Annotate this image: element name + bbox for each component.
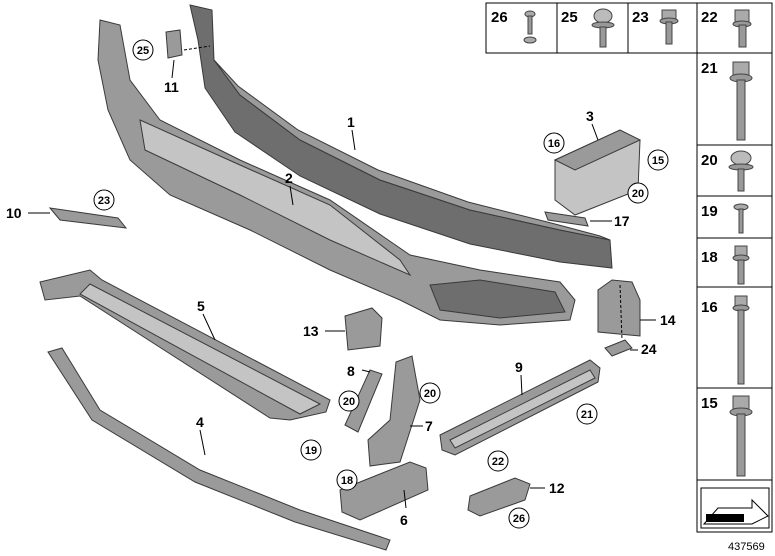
callout-7: 7 [425, 418, 433, 434]
part-strip-17 [544, 211, 589, 227]
part-rail-9 [439, 359, 601, 456]
drawing-number: 437569 [728, 541, 765, 553]
part-bracket-6 [339, 461, 429, 521]
svg-text:18: 18 [341, 475, 353, 487]
circle-callout-19: 19 [300, 439, 322, 461]
part-bumper-carrier [189, 4, 613, 269]
clip-pin-icon [733, 203, 749, 234]
callout-8: 8 [347, 363, 355, 379]
long-hex-bolt-icon [732, 295, 750, 385]
callout-5: 5 [197, 298, 205, 314]
svg-text:19: 19 [305, 445, 317, 457]
legend-label-18: 18 [701, 249, 718, 266]
callout-6: 6 [400, 512, 408, 528]
circle-callout-20: 20 [338, 390, 360, 412]
circle-callout-26: 26 [508, 507, 530, 529]
legend-label-19: 19 [701, 203, 718, 220]
circle-callout-21: 21 [576, 403, 598, 425]
callout-1: 1 [347, 114, 355, 130]
callout-13: 13 [303, 323, 319, 339]
circle-callout-20: 20 [419, 382, 441, 404]
part-shield-14 [597, 279, 641, 337]
circle-callout-15: 15 [647, 149, 669, 171]
svg-text:20: 20 [632, 188, 644, 200]
hex-bolt-icon [732, 9, 752, 48]
legend-column-frame [696, 52, 773, 533]
fastener-legend: 26 25 23 22 21 20 19 18 16 1 [485, 2, 773, 533]
circle-callout-20: 20 [627, 182, 649, 204]
callout-3: 3 [586, 108, 594, 124]
circle-callout-25: 25 [132, 39, 154, 61]
svg-text:15: 15 [652, 155, 664, 167]
callout-24: 24 [641, 341, 657, 357]
part-impact-absorber [97, 19, 576, 326]
legend-label-26: 26 [491, 9, 508, 26]
direction-arrow-icon [700, 487, 770, 529]
svg-text:23: 23 [98, 195, 110, 207]
rivet-icon [523, 10, 537, 44]
hex-bolt-icon [659, 9, 679, 45]
part-plate-12 [467, 477, 531, 517]
legend-label-15: 15 [701, 395, 718, 412]
part-bracket-7 [367, 355, 421, 467]
legend-label-20: 20 [701, 152, 718, 169]
part-bracket-13 [344, 307, 383, 351]
circled-callouts: 25 23 16 15 20 20 20 19 [93, 39, 669, 529]
part-bracket-24 [604, 339, 633, 357]
callout-2: 2 [285, 170, 293, 186]
part-bracket-3 [553, 129, 642, 216]
legend-label-23: 23 [632, 9, 649, 26]
legend-label-25: 25 [561, 9, 578, 26]
circle-callout-18: 18 [336, 469, 358, 491]
svg-text:20: 20 [343, 396, 355, 408]
flange-screw-icon [591, 8, 615, 48]
flange-screw-icon [728, 150, 754, 192]
legend-top-frame [485, 2, 773, 54]
svg-text:21: 21 [581, 409, 593, 421]
circle-callout-16: 16 [543, 132, 565, 154]
part-bracket-10 [48, 207, 128, 229]
long-hex-bolt-icon [729, 395, 753, 477]
callout-labels: 1 2 3 4 5 6 7 8 9 10 11 12 13 14 17 24 [6, 79, 676, 528]
legend-label-16: 16 [701, 299, 718, 316]
svg-text:16: 16 [548, 138, 560, 150]
svg-text:26: 26 [513, 513, 525, 525]
legend-label-22: 22 [701, 9, 718, 26]
part-clip-11 [165, 29, 183, 59]
svg-text:25: 25 [137, 45, 149, 57]
callout-10: 10 [6, 205, 22, 221]
callout-9: 9 [515, 359, 523, 375]
legend-label-21: 21 [701, 60, 718, 77]
part-lower-strip-4 [47, 347, 391, 551]
leader-lines [28, 45, 656, 509]
part-cross-member-5 [39, 269, 331, 421]
svg-text:22: 22 [492, 456, 504, 468]
callout-11: 11 [164, 79, 179, 95]
long-hex-bolt-icon [729, 61, 753, 141]
circle-callout-22: 22 [487, 450, 509, 472]
circle-callout-23: 23 [93, 189, 115, 211]
svg-text:20: 20 [424, 388, 436, 400]
callout-17: 17 [614, 213, 630, 229]
callout-14: 14 [660, 312, 676, 328]
hex-bolt-icon [732, 245, 750, 285]
part-stay-8 [344, 369, 383, 433]
callout-4: 4 [196, 414, 204, 430]
callout-12: 12 [549, 480, 565, 496]
